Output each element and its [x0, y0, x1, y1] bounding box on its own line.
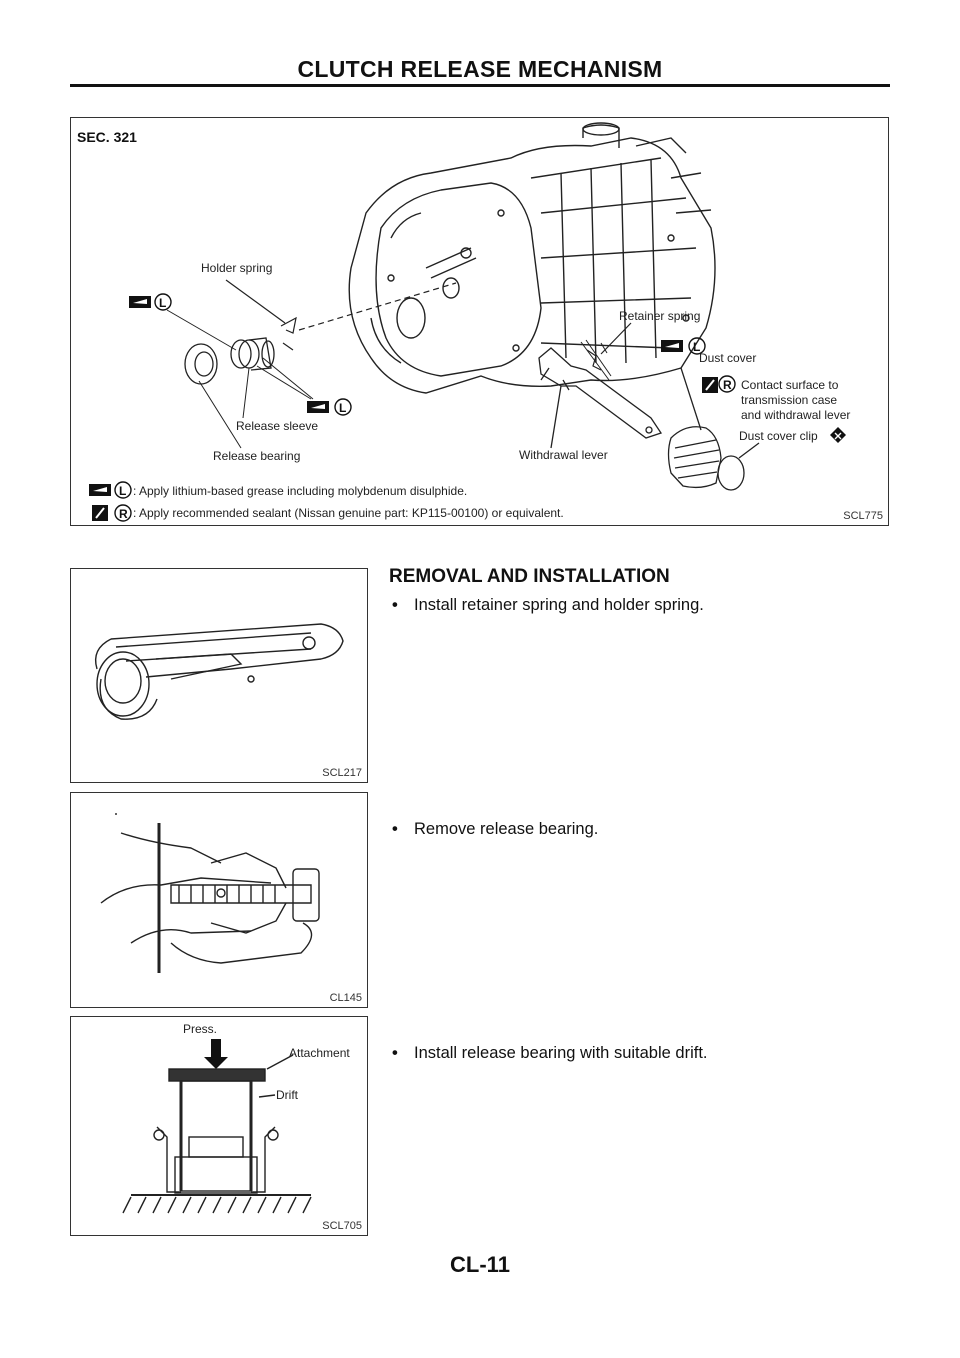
header-divider	[70, 84, 890, 87]
exploded-view-drawing: SEC. 321 Holder spring	[77, 122, 850, 522]
replace-part-icon	[830, 427, 846, 443]
figure-id: SCL705	[322, 1220, 362, 1232]
contact-surface-label-line3: and withdrawal lever	[741, 408, 850, 422]
page-number: CL-11	[450, 1252, 510, 1277]
retainer-spring-part	[586, 322, 632, 371]
svg-text:L: L	[159, 296, 166, 310]
drift-tool	[122, 1054, 312, 1214]
dust-cover-clip-part	[717, 442, 760, 491]
holder-spring-label: Holder spring	[201, 261, 272, 275]
sealant-symbol-icon: R	[702, 375, 736, 393]
bullet: •	[392, 820, 398, 838]
legend-sealant-text: : Apply recommended sealant (Nissan genu…	[133, 506, 564, 520]
section-heading: REMOVAL AND INSTALLATION	[389, 566, 670, 587]
legend-grease-text: : Apply lithium-based grease including m…	[133, 484, 467, 498]
lever-drawing	[94, 623, 344, 720]
bullet: •	[392, 596, 398, 614]
release-sleeve-part	[230, 337, 275, 371]
step-install-springs: • Install retainer spring and holder spri…	[392, 596, 704, 615]
exploded-view-diagram: SEC. 321 Holder spring	[70, 117, 889, 526]
puller-drawing	[100, 813, 320, 973]
press-drawing: Press. Attachment Drift	[122, 1022, 350, 1214]
contact-surface-label-line2: transmission case	[741, 393, 837, 407]
svg-text:L: L	[119, 484, 126, 498]
press-arrow-icon	[204, 1039, 228, 1069]
section-number: SEC. 321	[77, 129, 137, 145]
figure-id: SCL217	[322, 767, 362, 779]
step-remove-bearing: • Remove release bearing.	[392, 820, 598, 839]
figure-id: CL145	[329, 992, 362, 1004]
dust-cover-part	[667, 367, 722, 489]
dust-cover-label: Dust cover	[699, 351, 756, 365]
step-install-bearing: • Install release bearing with suitable d…	[392, 1044, 708, 1063]
drift-press-illustration: Press. Attachment Drift SCL705	[70, 1016, 368, 1236]
attachment-label: Attachment	[289, 1046, 350, 1060]
step-text: Install release bearing with suitable dr…	[414, 1044, 708, 1062]
dust-cover-clip-label: Dust cover clip	[739, 429, 818, 443]
step-text: Install retainer spring and holder sprin…	[414, 596, 704, 614]
grease-symbol-icon: L	[661, 337, 706, 355]
transmission-illustration	[348, 122, 716, 394]
leader-lines	[166, 309, 612, 449]
step-text: Remove release bearing.	[414, 820, 599, 838]
holder-spring-part	[225, 279, 457, 351]
puller-illustration: CL145	[70, 792, 368, 1008]
svg-text:R: R	[119, 507, 128, 521]
grease-symbol-icon: L	[129, 293, 172, 311]
grease-symbol-icon: L	[307, 398, 352, 416]
legend-sealant: R : Apply recommended sealant (Nissan ge…	[92, 504, 564, 522]
press-label: Press.	[183, 1022, 217, 1036]
contact-surface-label-line1: Contact surface to	[741, 378, 839, 392]
legend-grease: L : Apply lithium-based grease including…	[89, 481, 467, 499]
withdrawal-lever-illustration: SCL217	[70, 568, 368, 783]
withdrawal-lever-label: Withdrawal lever	[519, 448, 608, 462]
svg-text:L: L	[339, 401, 346, 415]
drift-label: Drift	[276, 1088, 299, 1102]
release-bearing-part	[184, 343, 218, 385]
page-header-title: CLUTCH RELEASE MECHANISM	[297, 56, 663, 82]
svg-text:L: L	[693, 340, 700, 354]
release-sleeve-label: Release sleeve	[236, 419, 318, 433]
figure-id: SCL775	[843, 510, 883, 522]
retainer-spring-label: Retainer spring	[619, 309, 700, 323]
release-bearing-label: Release bearing	[213, 449, 300, 463]
svg-text:R: R	[723, 378, 732, 392]
withdrawal-lever-part	[538, 347, 663, 449]
bullet: •	[392, 1044, 398, 1062]
